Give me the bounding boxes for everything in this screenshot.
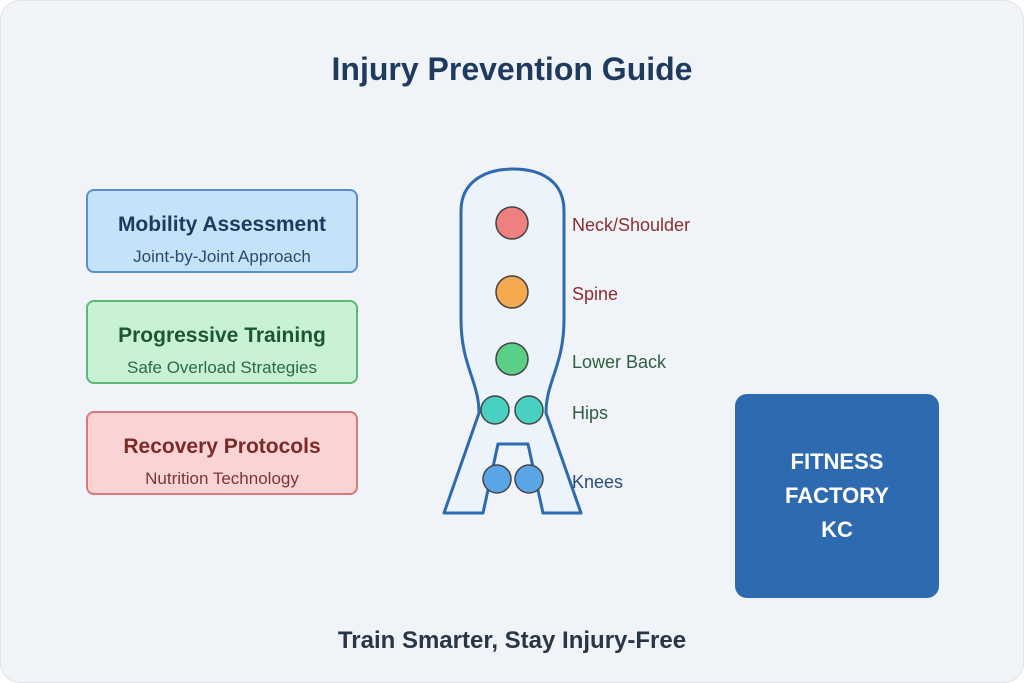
spine-label: Spine: [572, 284, 619, 304]
page-title: Injury Prevention Guide: [331, 51, 693, 87]
mobility-assessment-card: Mobility Assessment Joint-by-Joint Appro…: [86, 189, 358, 273]
brand-line-1: FITNESS: [790, 449, 884, 474]
left-hip-joint: [480, 395, 510, 425]
body-outline: [442, 167, 583, 515]
card-title: Recovery Protocols: [123, 435, 321, 458]
footer-tagline: Train Smarter, Stay Injury-Free: [337, 627, 687, 654]
lower-back-label: Lower Back: [572, 352, 667, 372]
right-hip-joint: [514, 395, 544, 425]
brand-logo-box: FITNESS FACTORY KC: [735, 394, 939, 598]
spine-joint: [495, 275, 529, 309]
card-subtitle: Nutrition Technology: [145, 469, 299, 488]
right-knee-joint: [514, 464, 544, 494]
left-knee-joint: [482, 464, 512, 494]
recovery-protocols-card: Recovery Protocols Nutrition Technology: [86, 411, 358, 495]
lower-back-joint: [495, 342, 529, 376]
progressive-training-card: Progressive Training Safe Overload Strat…: [86, 300, 358, 384]
neck-shoulder-joint: [495, 206, 529, 240]
knees-label: Knees: [572, 472, 624, 492]
neck-shoulder-label: Neck/Shoulder: [572, 215, 691, 235]
card-subtitle: Safe Overload Strategies: [127, 358, 317, 377]
card-title: Progressive Training: [118, 324, 326, 347]
card-subtitle: Joint-by-Joint Approach: [133, 247, 311, 266]
brand-line-2: FACTORY: [785, 483, 889, 508]
brand-line-3: KC: [821, 517, 853, 542]
card-title: Mobility Assessment: [117, 213, 327, 236]
hips-label: Hips: [572, 403, 609, 423]
